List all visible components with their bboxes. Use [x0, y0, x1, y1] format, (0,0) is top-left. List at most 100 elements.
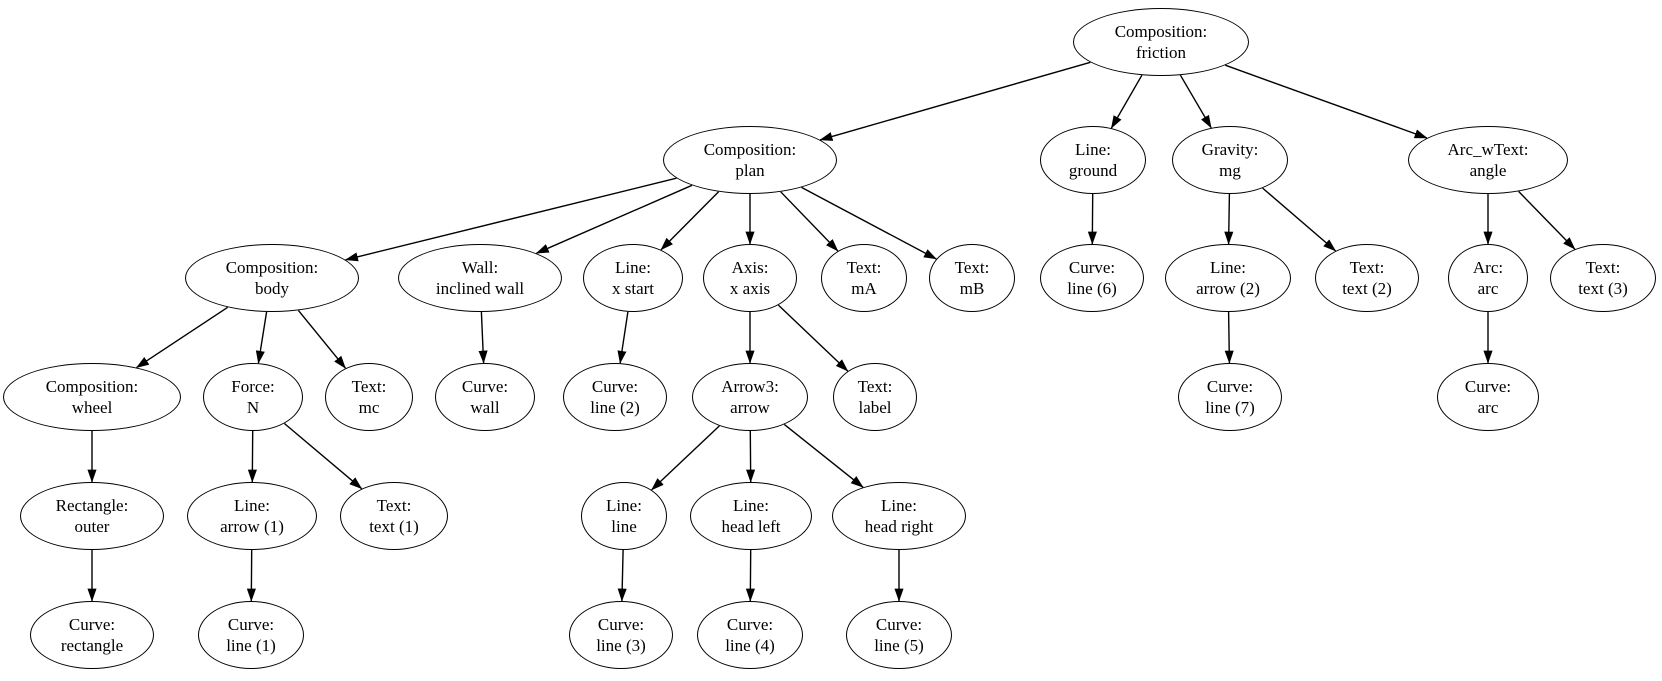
edge-arrow-2-line-7 — [1224, 311, 1234, 364]
edge-body-mc — [297, 309, 347, 369]
node-line-5: Curve:line (5) — [846, 601, 952, 669]
node-type-label: Text: — [846, 258, 882, 277]
node-type-label: Text: — [857, 377, 893, 396]
node-type-label: Line: — [881, 496, 917, 515]
edge-plan-mA — [780, 191, 839, 252]
node-type-label: Gravity: — [1201, 140, 1259, 159]
node-mA: Text:mA — [821, 244, 907, 312]
node-instance-label: arrow — [730, 398, 770, 417]
edge-force-n-text-1 — [283, 422, 363, 490]
node-type-label: Curve: — [1206, 377, 1254, 396]
node-angle: Arc_wText:angle — [1408, 126, 1568, 194]
node-line: Line:line — [581, 482, 667, 550]
node-mg: Gravity: mg — [1172, 126, 1288, 194]
edge-arrow3-line — [651, 425, 720, 491]
node-label: Text: label — [833, 363, 917, 431]
node-type-label: Curve: — [1068, 258, 1116, 277]
node-type-label: Line: — [615, 258, 651, 277]
node-type-label: Rectangle: — [55, 496, 129, 515]
edge-friction-angle — [1225, 64, 1428, 139]
node-type-label: Line: — [1075, 140, 1111, 159]
node-instance-label: line (6) — [1067, 279, 1117, 298]
node-type-label: Line: — [733, 496, 769, 515]
node-outer: Rectangle: outer — [20, 482, 164, 550]
edge-angle-text-3 — [1518, 190, 1576, 250]
node-x-start: Line: x start — [583, 244, 683, 312]
node-instance-label: rectangle — [60, 636, 124, 655]
node-instance-label: mc — [358, 398, 380, 417]
node-type-label: Text: — [351, 377, 387, 396]
node-instance-label: text (2) — [1342, 279, 1392, 298]
node-instance-label: wall — [470, 398, 500, 417]
node-wheel: Composition: wheel — [3, 363, 181, 431]
node-instance-label: text (3) — [1578, 279, 1628, 298]
node-type-label: Text: — [1585, 258, 1621, 277]
node-line-1: Curve:line (1) — [198, 601, 304, 669]
node-line-7: Curve: line (7) — [1178, 363, 1282, 431]
node-type-label: Force: — [231, 377, 275, 396]
edge-plan-inclined-wall — [535, 184, 693, 254]
node-type-label: Composition: — [45, 377, 139, 396]
node-instance-label: line (4) — [725, 636, 775, 655]
node-head-right: Line: head right — [832, 482, 966, 550]
node-instance-label: inclined wall — [435, 279, 525, 298]
edge-mg-arrow-2 — [1224, 193, 1234, 245]
node-text-3: Text: text (3) — [1550, 244, 1656, 312]
node-friction: Composition: friction — [1073, 8, 1249, 76]
node-instance-label: ground — [1068, 161, 1118, 180]
node-type-label: Axis: — [731, 258, 769, 277]
node-instance-label: mB — [959, 279, 985, 298]
edge-friction-mg — [1179, 74, 1212, 129]
node-body: Composition:body — [185, 244, 359, 312]
edge-inclined-wall-curve-wall — [478, 311, 488, 364]
node-arrow-2: Line:arrow (2) — [1165, 244, 1291, 312]
node-type-label: Arrow3: — [721, 377, 779, 396]
node-plan: Composition:plan — [663, 126, 837, 194]
edge-arrow3-head-right — [783, 423, 864, 488]
node-line-6: Curve: line (6) — [1040, 244, 1144, 312]
node-instance-label: arc — [1477, 398, 1499, 417]
node-type-label: Composition: — [1114, 22, 1208, 41]
node-text-1: Text: text (1) — [340, 482, 448, 550]
node-instance-label: x start — [611, 279, 655, 298]
edge-plan-mB — [801, 186, 937, 260]
node-instance-label: line (2) — [590, 398, 640, 417]
node-mB: Text: mB — [929, 244, 1015, 312]
edge-friction-plan — [819, 61, 1091, 141]
node-type-label: Text: — [376, 496, 412, 515]
node-instance-label: angle — [1469, 161, 1507, 180]
node-instance-label: arrow (2) — [1196, 279, 1260, 298]
node-ground: Line: ground — [1040, 126, 1146, 194]
edge-plan-body — [344, 177, 677, 262]
node-line-4: Curve:line (4) — [697, 601, 803, 669]
node-curve-arc: Curve:arc — [1437, 363, 1539, 431]
node-type-label: Text: — [954, 258, 990, 277]
node-rectangle: Curve:rectangle — [30, 601, 154, 669]
node-instance-label: head right — [864, 517, 934, 536]
node-instance-label: wheel — [71, 398, 113, 417]
node-instance-label: text (1) — [369, 517, 419, 536]
node-instance-label: body — [255, 279, 289, 298]
node-type-label: Curve: — [597, 615, 645, 634]
node-instance-label: plan — [735, 161, 765, 180]
node-instance-label: mg — [1219, 161, 1241, 180]
node-type-label: Curve: — [227, 615, 275, 634]
node-type-label: Text: — [1349, 258, 1385, 277]
node-type-label: Curve: — [461, 377, 509, 396]
node-x-axis: Axis:x axis — [703, 244, 797, 312]
node-instance-label: outer — [74, 517, 110, 536]
node-instance-label: label — [858, 398, 892, 417]
node-type-label: Line: — [606, 496, 642, 515]
node-force-n: Force: N — [203, 363, 303, 431]
edge-x-start-line-2 — [617, 311, 629, 364]
node-instance-label: line (5) — [874, 636, 924, 655]
node-instance-label: N — [246, 398, 260, 417]
edge-friction-ground — [1110, 74, 1143, 129]
node-instance-label: line (7) — [1205, 398, 1255, 417]
node-line-2: Curve: line (2) — [563, 363, 667, 431]
edge-mg-text-2 — [1262, 187, 1337, 252]
edge-line-line-3 — [617, 549, 627, 602]
node-instance-label: friction — [1135, 43, 1187, 62]
node-type-label: Curve: — [591, 377, 639, 396]
